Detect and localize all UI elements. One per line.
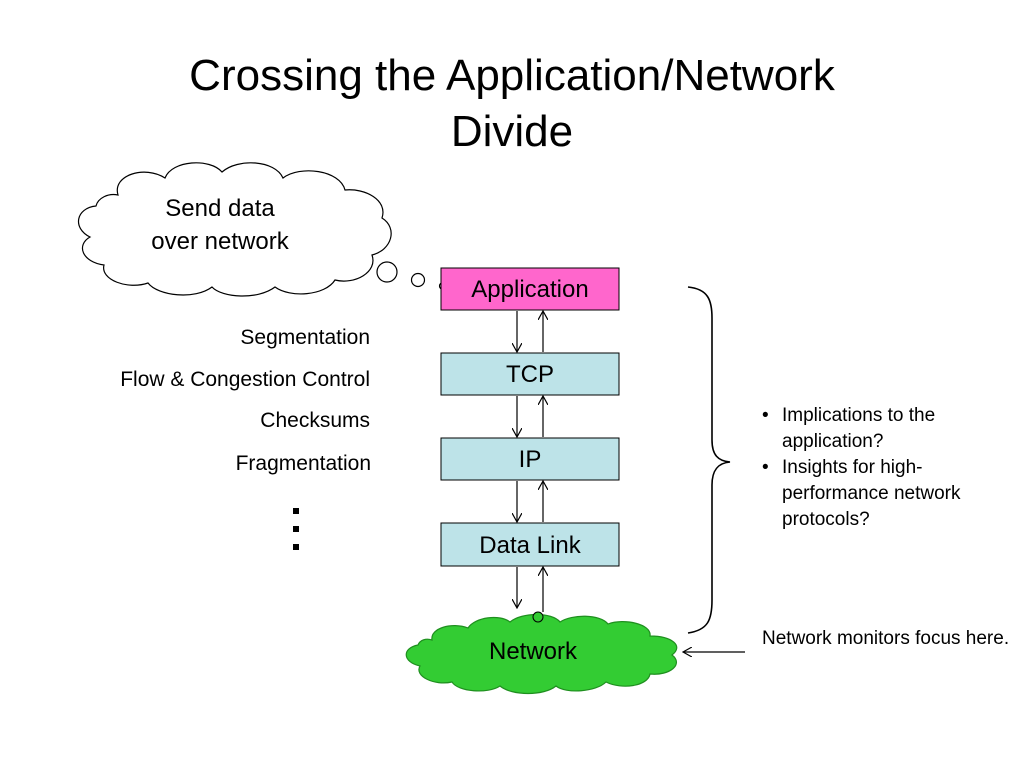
bullet-item: • Implications to the application?: [760, 403, 1010, 455]
bullet-item: • Insights for high-performance network …: [760, 455, 1010, 533]
thought-cloud: [78, 162, 392, 297]
thought-bubble-medium: [410, 272, 426, 288]
function-flow-congestion: Flow & Congestion Control: [120, 368, 370, 391]
bullet-icon: •: [762, 405, 769, 426]
monitor-note: Network monitors focus here.: [762, 628, 1010, 649]
network-cloud: [405, 613, 678, 695]
network-label: Network: [488, 638, 578, 665]
vertical-ellipsis-icon: [293, 508, 303, 562]
bullet-icon: •: [762, 457, 769, 478]
slide-title: Crossing the Application/Network Divide: [0, 48, 1024, 160]
function-checksums: Checksums: [260, 409, 370, 432]
application-box: [440, 267, 620, 311]
network-node-icon: [532, 611, 544, 623]
thought-line-2: over network: [151, 228, 289, 255]
implications-list: • Implications to the application? • Ins…: [760, 403, 1010, 533]
right-brace: [687, 286, 731, 634]
thought-cloud-text: Send data over network: [120, 192, 320, 258]
ip-label: IP: [518, 446, 542, 473]
thought-line-1: Send data: [165, 195, 275, 222]
application-label: Application: [471, 276, 589, 303]
ip-box: [440, 437, 620, 481]
bullet-text: Implications to the application?: [782, 405, 936, 452]
data-link-box: [440, 522, 620, 567]
data-link-label: Data Link: [479, 532, 581, 559]
function-fragmentation: Fragmentation: [235, 452, 371, 475]
title-line-1: Crossing the Application/Network: [189, 51, 835, 100]
tcp-label: TCP: [506, 361, 554, 388]
tcp-box: [440, 352, 620, 396]
thought-bubble-large: [376, 261, 398, 283]
function-segmentation: Segmentation: [240, 326, 370, 349]
title-line-2: Divide: [450, 107, 574, 156]
bullet-text: Insights for high-performance network pr…: [782, 457, 961, 530]
